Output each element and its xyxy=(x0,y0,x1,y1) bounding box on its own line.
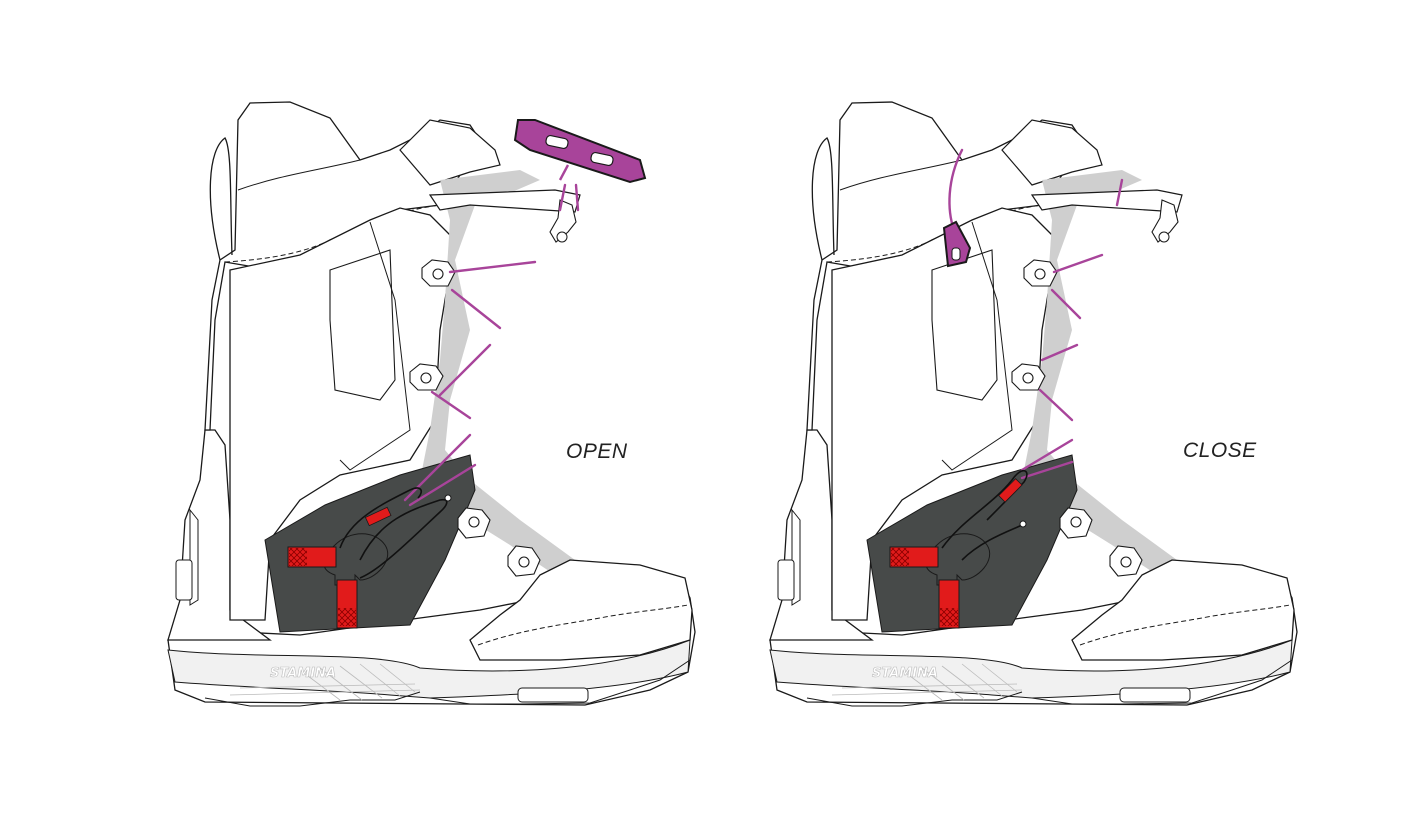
strap-icon xyxy=(339,487,452,579)
strap-icon xyxy=(941,470,1028,561)
boot-open-illustration xyxy=(167,101,696,707)
boot-close-illustration xyxy=(769,101,1298,707)
state-label-open: OPEN xyxy=(566,440,628,463)
lace-handle-icon[interactable] xyxy=(513,119,647,184)
lace-segment xyxy=(448,260,537,274)
state-label-close: CLOSE xyxy=(1183,439,1257,462)
lace-handle-icon[interactable] xyxy=(942,220,972,268)
